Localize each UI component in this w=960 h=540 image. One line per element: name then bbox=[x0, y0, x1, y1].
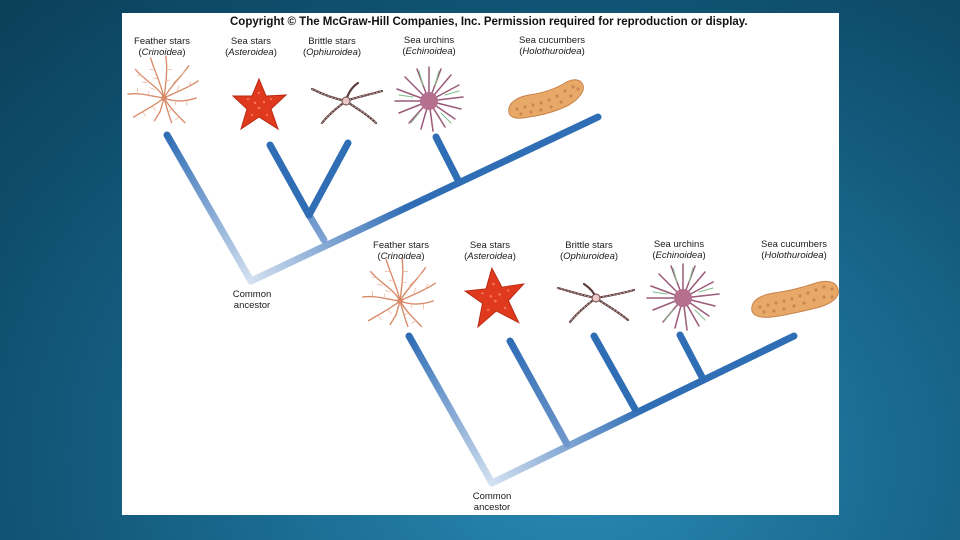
scientific-name: Crinoidea bbox=[141, 47, 183, 58]
phylogeny-figure bbox=[127, 55, 839, 487]
lower-branch-brittle-stars bbox=[590, 332, 639, 413]
scientific-name: Ophiuroidea bbox=[563, 251, 615, 262]
scientific-name: Asteroidea bbox=[228, 47, 274, 58]
scientific-name: Crinoidea bbox=[380, 251, 422, 262]
lower-common-ancestor-label: Common ancestor bbox=[472, 491, 512, 513]
common-name: Sea stars bbox=[230, 36, 272, 47]
common-name: Brittle stars bbox=[308, 36, 356, 47]
upper-common-ancestor-label: Common ancestor bbox=[232, 289, 272, 311]
upper-label-brittle-stars: Brittle stars (Ophiuroidea) bbox=[296, 36, 368, 58]
upper-tree-branches bbox=[163, 113, 602, 285]
common-name: Sea cucumbers bbox=[518, 35, 585, 46]
common-name: Sea cucumbers bbox=[760, 239, 827, 250]
lower-label-feather-stars: Feather stars (Crinoidea) bbox=[365, 240, 437, 262]
upper-branch-feather-stars bbox=[163, 131, 255, 285]
feather-star-icon bbox=[362, 257, 436, 328]
scientific-name: Holothuroidea bbox=[764, 250, 824, 261]
sea-urchin-icon bbox=[394, 66, 464, 132]
lower-label-sea-urchins: Sea urchins (Echinoidea) bbox=[644, 239, 714, 261]
sea-star-icon bbox=[231, 77, 288, 131]
brittle-star-icon bbox=[310, 81, 384, 125]
lower-branch-main-trunk bbox=[488, 332, 798, 487]
upper-branch-sea-stars bbox=[266, 141, 313, 219]
lower-branch-sea-stars bbox=[506, 337, 571, 448]
sea-cucumber-icon bbox=[508, 79, 584, 119]
scientific-name: Echinoidea bbox=[405, 46, 453, 57]
upper-label-sea-cucumbers: Sea cucumbers (Holothuroidea) bbox=[510, 35, 594, 57]
upper-label-sea-stars: Sea stars (Asteroidea) bbox=[216, 36, 286, 58]
common-name: Brittle stars bbox=[565, 240, 613, 251]
copyright-notice: Copyright © The McGraw-Hill Companies, I… bbox=[230, 16, 748, 28]
lower-tree-branches bbox=[405, 331, 798, 487]
common-name: Feather stars bbox=[134, 36, 190, 47]
common-name: Sea urchins bbox=[653, 239, 705, 250]
lower-label-sea-stars: Sea stars (Asteroidea) bbox=[455, 240, 525, 262]
sea-urchin-icon bbox=[646, 263, 720, 331]
feather-star-icon bbox=[127, 55, 199, 124]
upper-label-sea-urchins: Sea urchins (Echinoidea) bbox=[394, 35, 464, 57]
scientific-name: Asteroidea bbox=[467, 251, 513, 262]
upper-branch-stem-sea-brittle bbox=[305, 211, 328, 244]
sea-star-icon bbox=[463, 266, 526, 329]
lower-label-sea-cucumbers: Sea cucumbers (Holothuroidea) bbox=[752, 239, 836, 261]
upper-label-feather-stars: Feather stars (Crinoidea) bbox=[126, 36, 198, 58]
lower-label-brittle-stars: Brittle stars (Ophiuroidea) bbox=[552, 240, 626, 262]
lower-branch-feather-stars bbox=[405, 332, 496, 487]
sea-cucumber-icon bbox=[751, 280, 839, 318]
common-name: Feather stars bbox=[373, 240, 429, 251]
figure-panel: Copyright © The McGraw-Hill Companies, I… bbox=[122, 13, 839, 515]
common-name: Sea urchins bbox=[403, 35, 455, 46]
lower-branch-sea-urchins bbox=[676, 331, 706, 381]
brittle-star-icon bbox=[556, 282, 636, 324]
upper-branch-brittle-stars bbox=[305, 139, 352, 219]
scientific-name: Echinoidea bbox=[655, 250, 703, 261]
upper-branch-main-trunk bbox=[247, 113, 602, 285]
upper-branch-sea-urchins bbox=[432, 133, 463, 186]
scientific-name: Ophiuroidea bbox=[306, 47, 358, 58]
scientific-name: Holothuroidea bbox=[522, 46, 582, 57]
common-name: Sea stars bbox=[469, 240, 511, 251]
